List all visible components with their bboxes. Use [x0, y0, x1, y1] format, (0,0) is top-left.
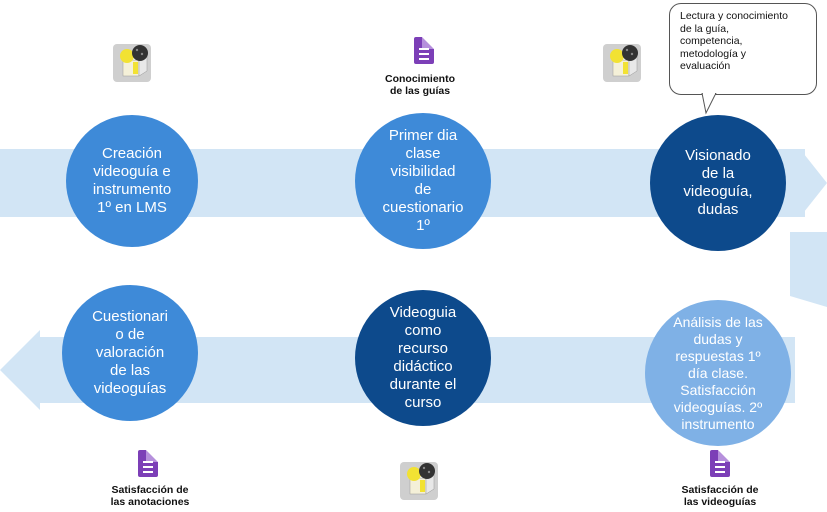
google-forms-icon	[414, 37, 434, 64]
brain-cube-icon	[113, 44, 151, 82]
top-flow-arrowhead	[800, 149, 827, 217]
right-connector-arrowhead	[790, 232, 827, 307]
step-didactic-resource-circle: Videoguia como recurso didáctico durante…	[355, 290, 491, 426]
step-questionnaire-circle: Cuestionari o de valoración de las video…	[62, 285, 198, 421]
step-analysis-circle: Análisis de las dudas y respuestas 1º dí…	[645, 300, 791, 446]
step-first-day-circle: Primer dia clase visibilidad de cuestion…	[355, 113, 491, 249]
brain-cube-icon	[400, 462, 438, 500]
step-viewing-circle: Visionado de la videoguía, dudas	[650, 115, 786, 251]
caption-knowledge-guides: Conocimiento de las guías	[385, 73, 455, 97]
bottom-flow-arrowhead	[0, 330, 40, 410]
callout-tail	[701, 93, 717, 115]
brain-cube-icon	[603, 44, 641, 82]
caption-annotation-satisfaction: Satisfacción de las anotaciones	[110, 484, 190, 508]
callout-bubble: Lectura y conocimiento de la guía, compe…	[669, 3, 817, 95]
step-creation-circle: Creación videoguía e instrumento 1º en L…	[66, 115, 198, 247]
google-forms-icon	[138, 450, 158, 477]
google-forms-icon	[710, 450, 730, 477]
caption-videoguide-satisfaction: Satisfacción de las videoguías	[681, 484, 759, 508]
